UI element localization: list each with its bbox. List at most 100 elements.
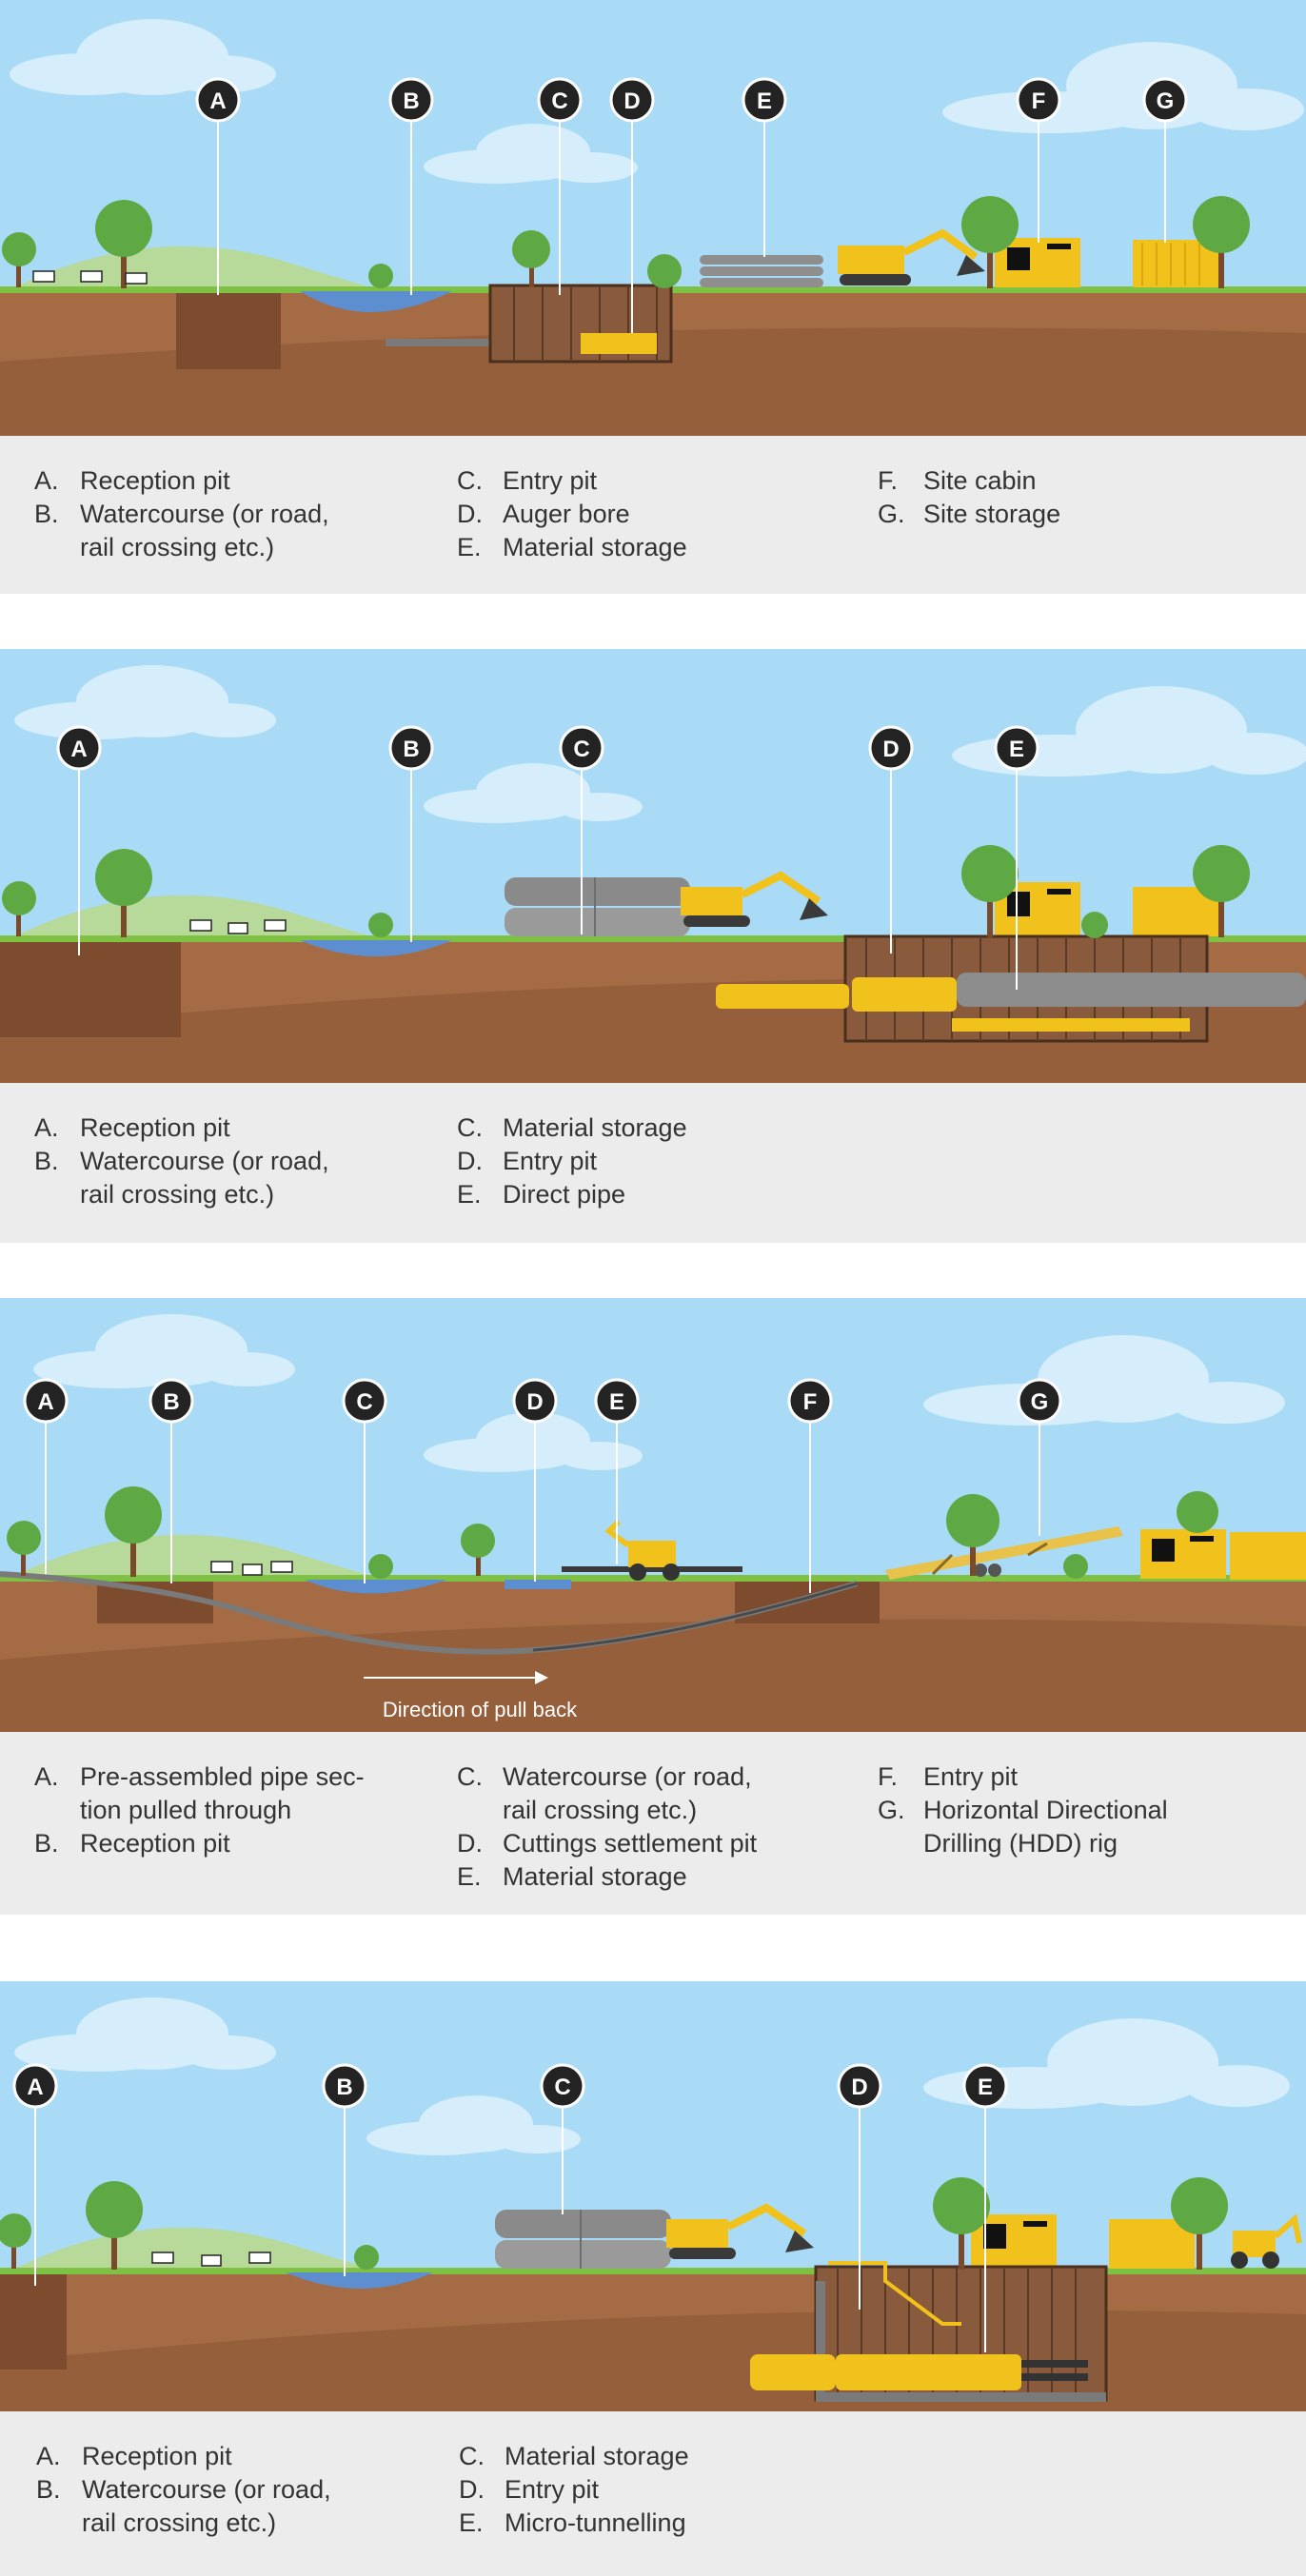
- legend-item: E.Material storage: [457, 1862, 687, 1891]
- callout-c-letter: C: [356, 1389, 372, 1415]
- auger-machine: [581, 333, 657, 354]
- panel-direct-pipe: A B C D E A.Reception pit B.Watercourse …: [0, 649, 1306, 1243]
- cows: [151, 2252, 271, 2267]
- legend-item: A.Reception pit: [36, 2442, 232, 2470]
- callout-b-letter: B: [403, 737, 419, 762]
- cows: [189, 919, 287, 934]
- tree: [2, 196, 1250, 288]
- cloud: [14, 665, 1306, 823]
- legend-item: D.Auger bore: [457, 500, 630, 528]
- callout-c: [540, 2063, 585, 2109]
- legend-item: F.Entry pit: [878, 1762, 1019, 1791]
- callout-d-letter: D: [526, 1389, 543, 1415]
- legend-item: A.Pre-assembled pipe sec-tion pulled thr…: [34, 1762, 365, 1824]
- pull-back-arrow: [364, 1671, 548, 1684]
- callout-a: [56, 725, 102, 771]
- excavator: [838, 228, 985, 285]
- direct-pipe: [957, 973, 1306, 1007]
- legend-column-2: C.Material storage D.Entry pit E.Direct …: [457, 1111, 819, 1211]
- callout-e: [962, 2063, 1008, 2109]
- callout-a: [23, 1378, 69, 1424]
- callout-d-letter: D: [623, 88, 640, 114]
- scene-illustration: A B C D E: [0, 649, 1306, 1083]
- site-storage: [1230, 1532, 1306, 1580]
- callout-b: [388, 77, 434, 123]
- panel-micro-tunnelling: A B C D E A.Reception pit B.Watercourse …: [0, 1981, 1306, 2576]
- pipe-stack: [495, 2210, 671, 2269]
- cloud: [33, 1314, 1285, 1472]
- legend-item: F.Site cabin: [878, 466, 1037, 495]
- reception-pit: [97, 1582, 213, 1623]
- callout-d: [837, 2063, 882, 2109]
- callout-f-letter: F: [1032, 88, 1046, 114]
- callout-e-letter: E: [978, 2075, 993, 2100]
- scene-illustration: A B C D E F G: [0, 0, 1306, 436]
- legend: A.Reception pit B.Watercourse (or road, …: [0, 436, 1306, 594]
- excavator: [666, 2203, 814, 2259]
- callout-c: [537, 77, 583, 123]
- entry-pit: [735, 1582, 880, 1623]
- callout-c: [342, 1378, 387, 1424]
- callout-e-letter: E: [1009, 737, 1024, 762]
- callout-b-letter: B: [403, 88, 419, 114]
- callout-d-letter: D: [851, 2075, 867, 2100]
- legend-column-3: F.Entry pit G.Horizontal Directional Dri…: [878, 1760, 1258, 1860]
- micro-tunnelling-machine: [836, 2354, 1021, 2390]
- legend: A.Reception pit B.Watercourse (or road, …: [0, 1083, 1306, 1243]
- pipe-stack: [505, 877, 690, 936]
- callout-a-letter: A: [37, 1389, 53, 1415]
- legend-item: D.Cuttings settlement pit: [457, 1829, 758, 1858]
- callout-b: [388, 725, 434, 771]
- legend-column-1: A.Pre-assembled pipe sec-tion pulled thr…: [34, 1760, 396, 1860]
- backhoe-loader: [604, 1519, 680, 1581]
- legend-item: D.Entry pit: [457, 1147, 598, 1175]
- callout-c-letter: C: [554, 2075, 570, 2100]
- callout-markers: A B C D E F G: [23, 1378, 1062, 1424]
- legend-item: E.Material storage: [457, 533, 687, 561]
- legend-item: A.Reception pit: [34, 1113, 230, 1142]
- callout-a-letter: A: [70, 737, 87, 762]
- pipe-stack: [700, 255, 823, 287]
- callout-b: [148, 1378, 194, 1424]
- legend-item: C.Entry pit: [457, 466, 598, 495]
- callout-leaders: [217, 119, 1166, 333]
- legend-item: G.Site storage: [878, 500, 1061, 528]
- legend: A.Pre-assembled pipe sec-tion pulled thr…: [0, 1732, 1306, 1915]
- callout-e: [742, 77, 787, 123]
- watercourse: [300, 291, 452, 312]
- legend-item: B.Watercourse (or road, rail crossing et…: [36, 2475, 331, 2537]
- legend-item: E.Direct pipe: [457, 1180, 626, 1209]
- callout-b-letter: B: [336, 2075, 352, 2100]
- legend-item: B.Watercourse (or road, rail crossing et…: [34, 500, 329, 561]
- panel-horizontal-directional-drilling: Direction of pull back A B C D E F G: [0, 1298, 1306, 1915]
- legend-column-2: C.Entry pit D.Auger bore E.Material stor…: [457, 464, 819, 564]
- watercourse: [300, 940, 452, 956]
- callout-c: [559, 725, 604, 771]
- tree: [2, 845, 1250, 938]
- excavator: [681, 871, 828, 927]
- legend-item: E.Micro-tunnelling: [459, 2508, 686, 2537]
- callout-markers: A B C D E: [12, 2063, 1008, 2109]
- legend-item: B.Watercourse (or road, rail crossing et…: [34, 1147, 329, 1209]
- legend-column-3: F.Site cabin G.Site storage: [878, 464, 1258, 531]
- callout-markers: A B C D E: [56, 725, 1039, 771]
- reception-pit: [176, 293, 281, 369]
- scene-illustration: A B C D E: [0, 1981, 1306, 2411]
- legend-column-2: C.Watercourse (or road, rail crossing et…: [457, 1760, 838, 1894]
- legend-column-1: A.Reception pit B.Watercourse (or road, …: [36, 2440, 379, 2540]
- callout-e-letter: E: [757, 88, 772, 114]
- reception-pit: [0, 942, 181, 1037]
- callout-d: [512, 1378, 558, 1424]
- site-storage: [1133, 240, 1218, 287]
- direct-pipe-head: [716, 984, 849, 1009]
- site-storage: [1109, 2219, 1195, 2269]
- callout-e: [994, 725, 1039, 771]
- callout-leaders: [45, 1401, 1040, 1593]
- legend-item: G.Horizontal Directional Drilling (HDD) …: [878, 1796, 1168, 1858]
- callout-e-letter: E: [609, 1389, 624, 1415]
- watercourse: [286, 2272, 433, 2289]
- callout-markers: A B C D E F G: [195, 77, 1188, 123]
- micro-tunnel-head: [750, 2354, 836, 2390]
- pull-back-label: Direction of pull back: [383, 1698, 578, 1721]
- scene-illustration: Direction of pull back A B C D E F G: [0, 1298, 1306, 1732]
